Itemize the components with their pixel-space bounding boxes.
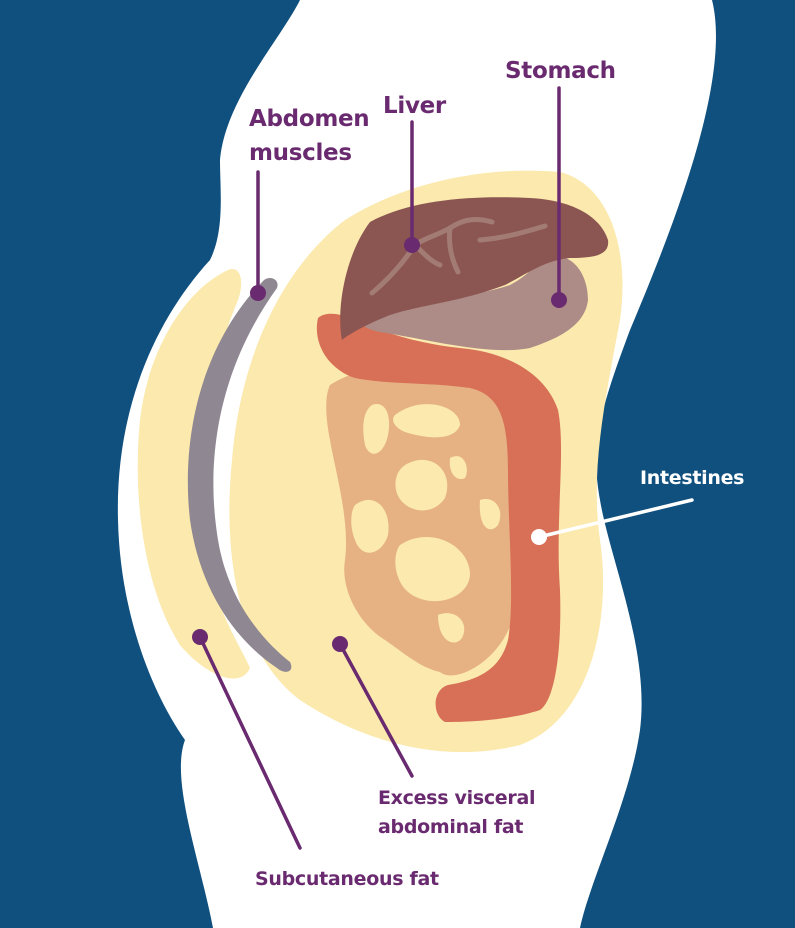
stomach-marker	[551, 292, 567, 308]
large-intestine	[316, 313, 562, 722]
liver-label: Liver	[383, 93, 447, 119]
intestines-label: Intestines	[640, 467, 744, 489]
liver-vein	[447, 225, 461, 275]
intestine-fold	[393, 404, 460, 438]
abdomen-muscles-label: Abdomen muscles	[249, 106, 377, 166]
intestine-fold	[479, 499, 501, 530]
visceral-fat-marker	[332, 636, 348, 652]
leader-lines	[198, 86, 694, 850]
subcutaneous-fat-marker	[192, 629, 208, 645]
liver	[340, 197, 609, 340]
intestine-fold	[363, 404, 390, 454]
intestines-marker	[531, 529, 547, 545]
intestine-fold	[449, 456, 467, 480]
abdomen-muscles-marker	[250, 285, 266, 301]
liver-vein	[369, 217, 495, 296]
subcutaneous-fat-label: Subcutaneous fat	[255, 868, 439, 890]
liver-marker	[404, 237, 420, 253]
intestine-fold	[395, 459, 448, 511]
excess-visceral-fat-label-line-2: abdominal fat	[378, 816, 523, 838]
visceral-fat-leader-line	[338, 642, 414, 778]
intestine-fold	[395, 536, 470, 602]
intestine-fold	[351, 499, 389, 553]
abdomen-muscles-label-line-1: Abdomen	[249, 106, 369, 132]
subcutaneous-fat-leader-line	[198, 635, 302, 850]
intestine-fold	[438, 613, 465, 643]
abdomen-muscles-label-line-2: muscles	[249, 140, 352, 166]
liver-vein	[477, 223, 548, 243]
excess-visceral-fat-label: Excess visceral abdominal fat	[378, 787, 542, 838]
abdomen-muscle-band	[187, 277, 292, 672]
stomach-label: Stomach	[505, 58, 616, 84]
stomach	[360, 255, 588, 351]
liver-veins	[369, 217, 548, 296]
marker-dots	[192, 237, 567, 652]
excess-visceral-fat-label-line-1: Excess visceral	[378, 787, 535, 809]
intestines-leader-line	[537, 498, 694, 539]
